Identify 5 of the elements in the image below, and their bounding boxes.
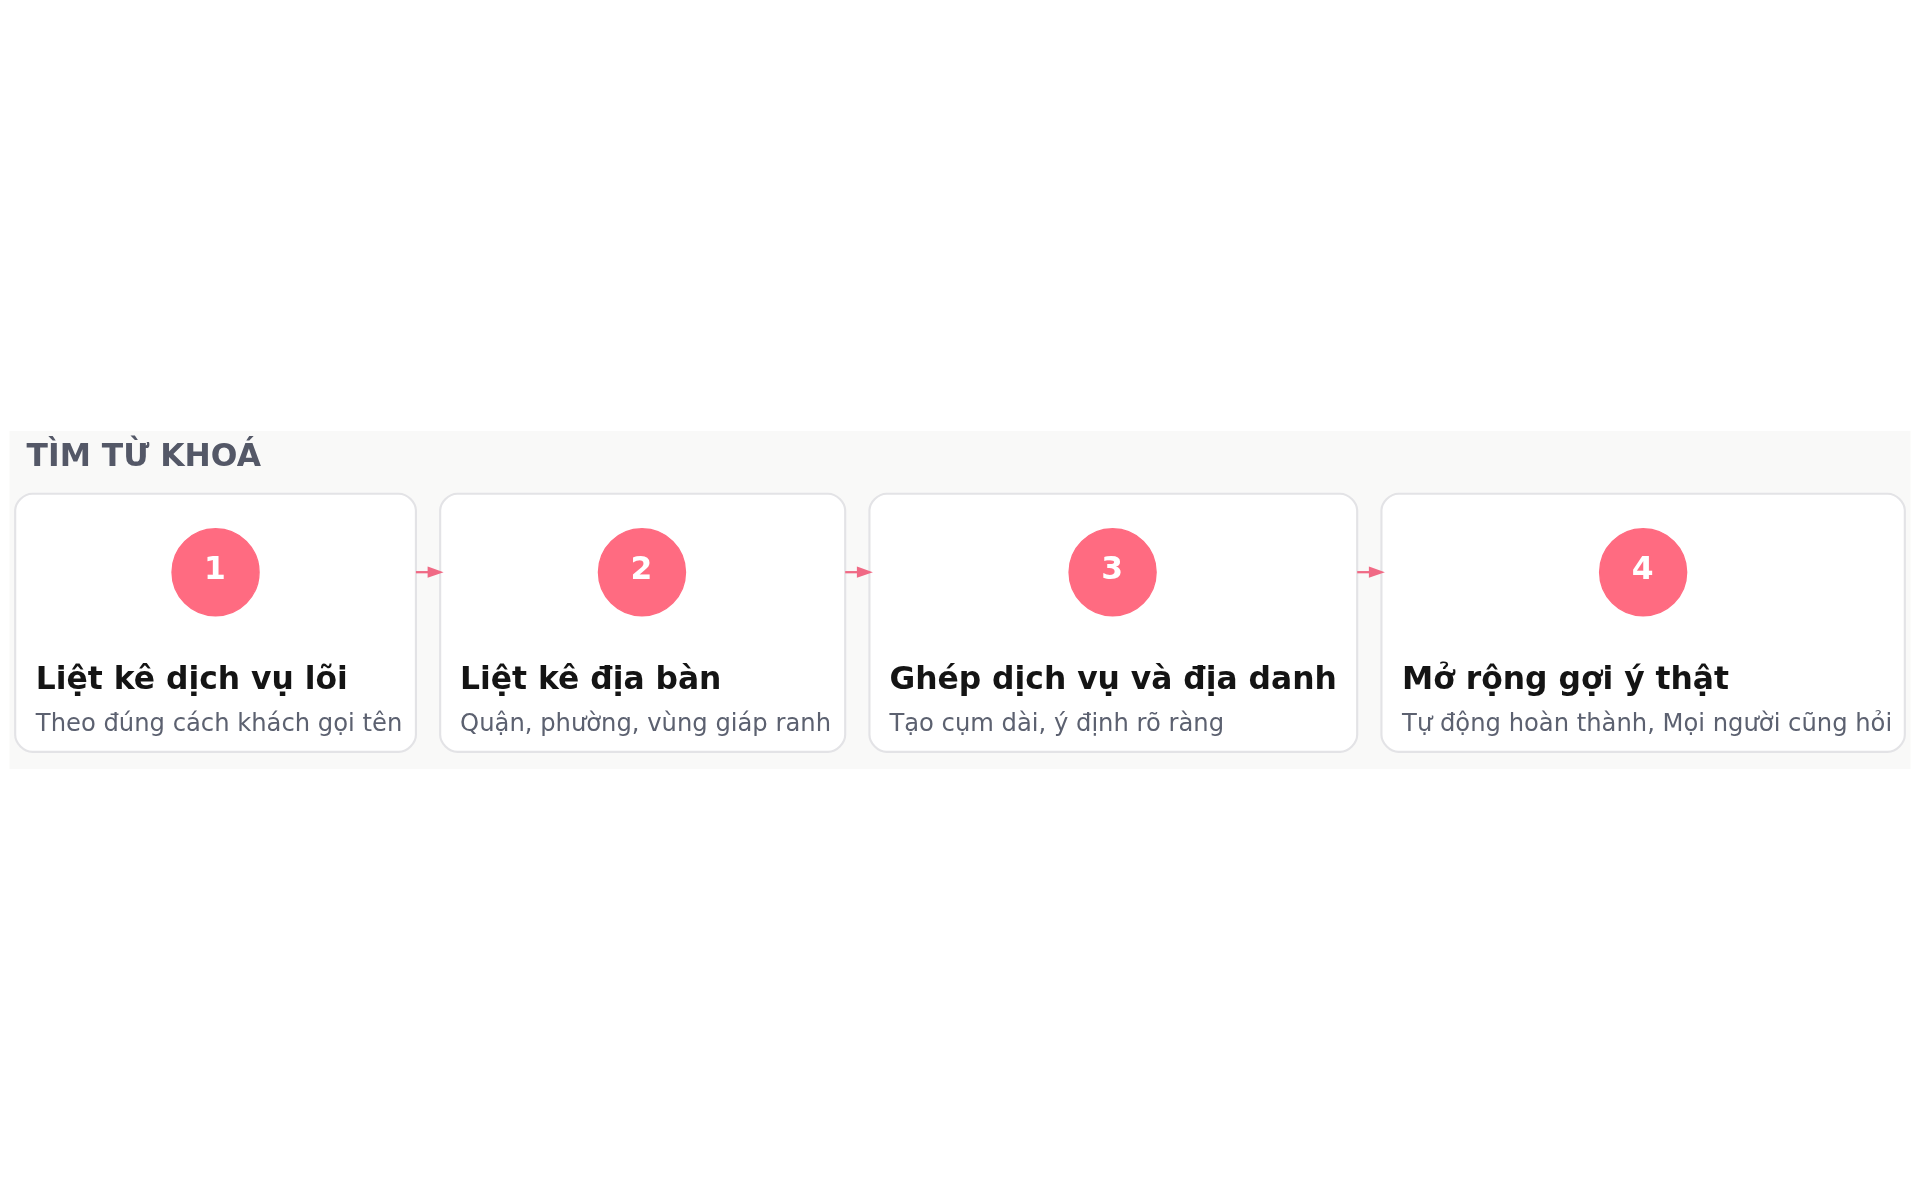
node-circle: 2 xyxy=(597,527,687,617)
node-circle: 4 xyxy=(1598,527,1688,617)
node-circle: 1 xyxy=(171,527,260,617)
diagram-title: TÌM TỪ KHOÁ xyxy=(26,437,261,474)
node-circle: 3 xyxy=(1068,527,1157,617)
